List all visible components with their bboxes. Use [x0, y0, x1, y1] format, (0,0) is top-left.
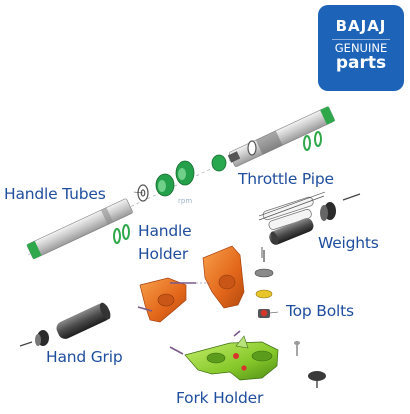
left-grip	[56, 302, 111, 339]
label-throttle-pipe: Throttle Pipe	[238, 170, 334, 188]
label-hand-grip: Hand Grip	[46, 348, 123, 366]
bajaj-genuine-parts-logo: BAJAJ GENUINE parts	[318, 5, 404, 91]
label-handle-tubes: Handle Tubes	[4, 185, 106, 203]
left-handle-tube	[26, 198, 133, 260]
logo-brand: BAJAJ	[335, 17, 387, 35]
logo-genuine: GENUINE	[334, 41, 388, 55]
throttle-guide	[258, 195, 325, 221]
misc-small-parts	[261, 247, 326, 388]
leader-lines	[133, 191, 326, 314]
fork-holder	[184, 335, 279, 381]
watermark: rpm	[178, 197, 193, 205]
logo-parts: parts	[335, 53, 387, 73]
right-grip	[269, 218, 314, 245]
label-top-bolts: Top Bolts	[286, 302, 354, 320]
holder-bolts	[137, 282, 212, 312]
logo-divider	[332, 39, 390, 40]
label-handle-holder: Handle Holder	[138, 222, 192, 263]
label-weights: Weights	[318, 234, 379, 252]
right-handle-tube	[228, 106, 336, 167]
small-nut	[227, 151, 241, 163]
handle-holder-left	[139, 277, 187, 323]
label-fork-holder: Fork Holder	[176, 389, 264, 407]
o-rings	[113, 131, 322, 244]
fork-holder-bolts	[169, 330, 241, 355]
right-weight	[320, 193, 361, 221]
top-bolt-stack	[254, 250, 274, 318]
left-weight	[19, 330, 49, 347]
handle-holder-right	[202, 245, 245, 309]
green-collars	[155, 154, 227, 197]
